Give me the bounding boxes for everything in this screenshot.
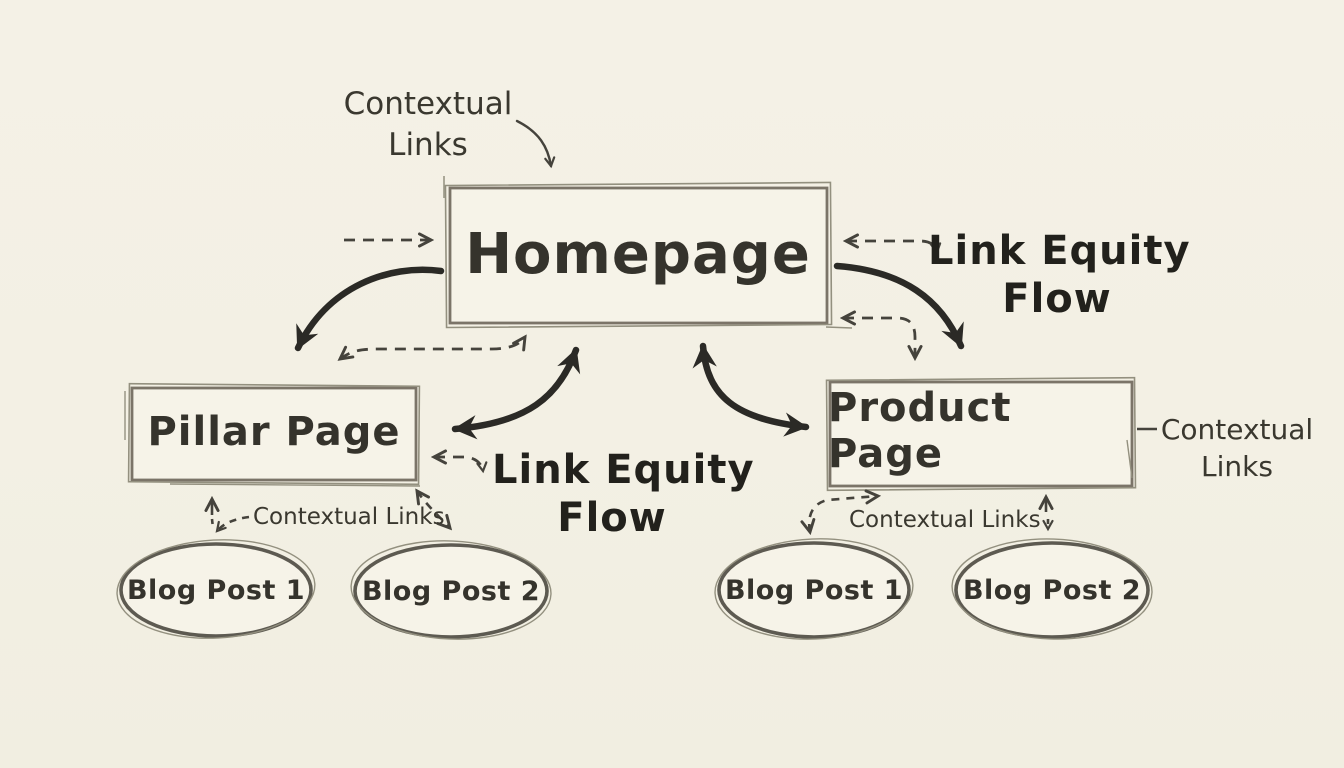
- blog-post-right-2-oval: [951, 538, 1153, 640]
- arrow-contextual-top-to-homepage: [515, 119, 556, 169]
- dashed-arrow-pillar-homepage: [340, 337, 525, 359]
- pillar-page-box: [124, 382, 421, 487]
- homepage-node-label: Homepage: [465, 221, 811, 287]
- homepage-box: [443, 176, 853, 329]
- link-equity-flow-center-label: Link Equity Flow: [492, 446, 755, 542]
- dashed-arrow-pillar-blog-left-2: [417, 491, 450, 528]
- blog-post-left-1-oval: [116, 539, 316, 639]
- contextual-links-left-label: Contextual Links: [253, 504, 445, 530]
- product-page-node-label: Product Page: [828, 385, 1012, 477]
- blog-post-right-2-label: Blog Post 2: [962, 574, 1142, 606]
- dashed-arrow-into-homepage-right: [846, 241, 937, 252]
- dashed-arrow-homepage-product: [843, 318, 915, 358]
- arrow-homepage-to-pillar: [294, 266, 445, 352]
- dashed-arrow-blog-right-1-product: [809, 496, 878, 532]
- link-equity-right-line1: Link Equity: [928, 228, 1191, 274]
- link-equity-flow-right-label: Link Equity Flow: [928, 227, 1191, 323]
- blog-post-right-1-label: Blog Post 1: [724, 574, 904, 606]
- contextual-far-right-line2: Links: [1201, 450, 1273, 483]
- contextual-far-right-line1: Contextual: [1160, 413, 1314, 446]
- contextual-links-far-right-label: Contextual Links: [1160, 411, 1314, 485]
- arrow-pillar-homepage-bidirectional: [451, 346, 581, 440]
- blog-post-right-1-oval: [714, 538, 914, 640]
- link-equity-center-line2: Flow: [557, 495, 667, 541]
- dashed-stem-blog-left-1: [210, 518, 215, 529]
- contextual-links-top-line2: Links: [388, 127, 468, 163]
- arrow-homepage-to-product: [833, 262, 965, 350]
- dashed-arrow-label-to-blog-left-1: [215, 515, 250, 533]
- contextual-links-top-line1: Contextual: [343, 86, 513, 122]
- blog-post-left-2-oval: [350, 540, 552, 640]
- pillar-page-node-label: Pillar Page: [147, 409, 401, 455]
- blog-post-left-2-label: Blog Post 2: [361, 575, 541, 607]
- contextual-links-top-label: Contextual Links: [330, 84, 526, 166]
- link-equity-center-line1: Link Equity: [492, 447, 755, 493]
- dashed-arrow-into-pillar-right: [434, 457, 483, 471]
- contextual-links-right-label: Contextual Links: [849, 507, 1041, 533]
- product-page-box: [825, 376, 1137, 492]
- link-equity-right-line2: Flow: [1002, 276, 1112, 322]
- blog-post-left-1-label: Blog Post 1: [126, 574, 306, 606]
- arrow-homepage-product-bidirectional: [692, 342, 810, 437]
